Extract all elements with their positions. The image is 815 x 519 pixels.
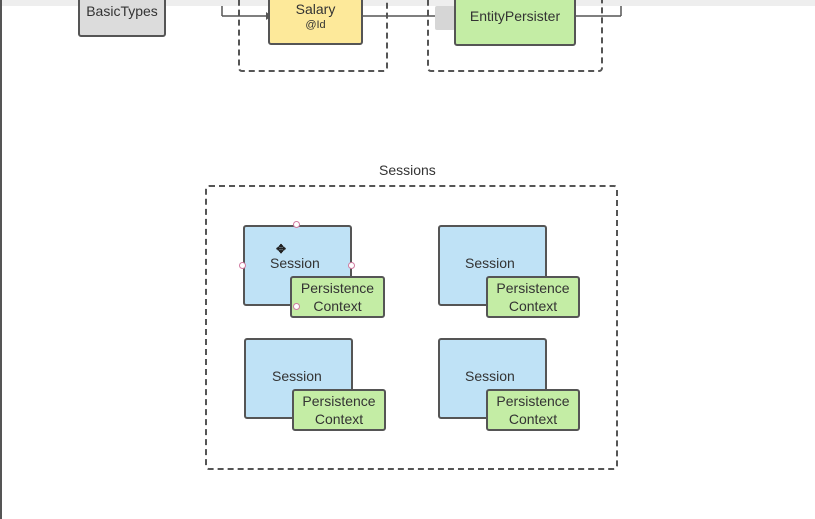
session-label: Session: [272, 368, 322, 384]
persistence-context-box[interactable]: Persistence Context: [290, 276, 385, 318]
persistence-context-line1: Persistence: [496, 280, 570, 296]
basic-types-label: BasicTypes: [86, 3, 158, 19]
entitypersister-group-frame: [427, 0, 603, 72]
persistence-context-line1: Persistence: [300, 280, 375, 296]
persistence-context-box[interactable]: Persistence Context: [486, 276, 580, 318]
persistence-context-line2: Context: [508, 298, 558, 314]
entitypersister-label: EntityPersister: [469, 8, 561, 24]
persistence-context-box[interactable]: Persistence Context: [486, 389, 580, 431]
entitypersister-box[interactable]: EntityPersister: [454, 0, 576, 46]
resize-handle-top[interactable]: [293, 221, 300, 228]
canvas-top-edge: [0, 0, 815, 6]
persistence-context-line1: Persistence: [496, 393, 570, 409]
persistence-context-line2: Context: [314, 411, 364, 427]
salary-title: Salary: [295, 0, 336, 17]
salary-box[interactable]: Salary @Id: [268, 0, 363, 45]
persistence-context-line2: Context: [313, 298, 362, 314]
basic-types-box[interactable]: BasicTypes: [78, 0, 166, 37]
persistence-context-line2: Context: [508, 411, 558, 427]
resize-handle-left[interactable]: [239, 262, 246, 269]
sessions-title: Sessions: [379, 162, 436, 178]
canvas-left-border: [0, 0, 2, 519]
persistence-context-box[interactable]: Persistence Context: [292, 389, 386, 431]
drag-handle[interactable]: [435, 6, 455, 30]
salary-id-annotation: @Id: [305, 18, 326, 31]
salary-group-frame: [238, 0, 388, 72]
sessions-group-frame: [205, 185, 618, 470]
session-label: Session: [465, 255, 515, 271]
persistence-context-line1: Persistence: [302, 393, 376, 409]
resize-handle-bottom[interactable]: [293, 303, 300, 310]
session-label: Session: [465, 368, 515, 384]
move-cursor-icon: ✥: [276, 242, 287, 256]
session-label: Session: [270, 255, 320, 271]
resize-handle-right[interactable]: [348, 262, 355, 269]
